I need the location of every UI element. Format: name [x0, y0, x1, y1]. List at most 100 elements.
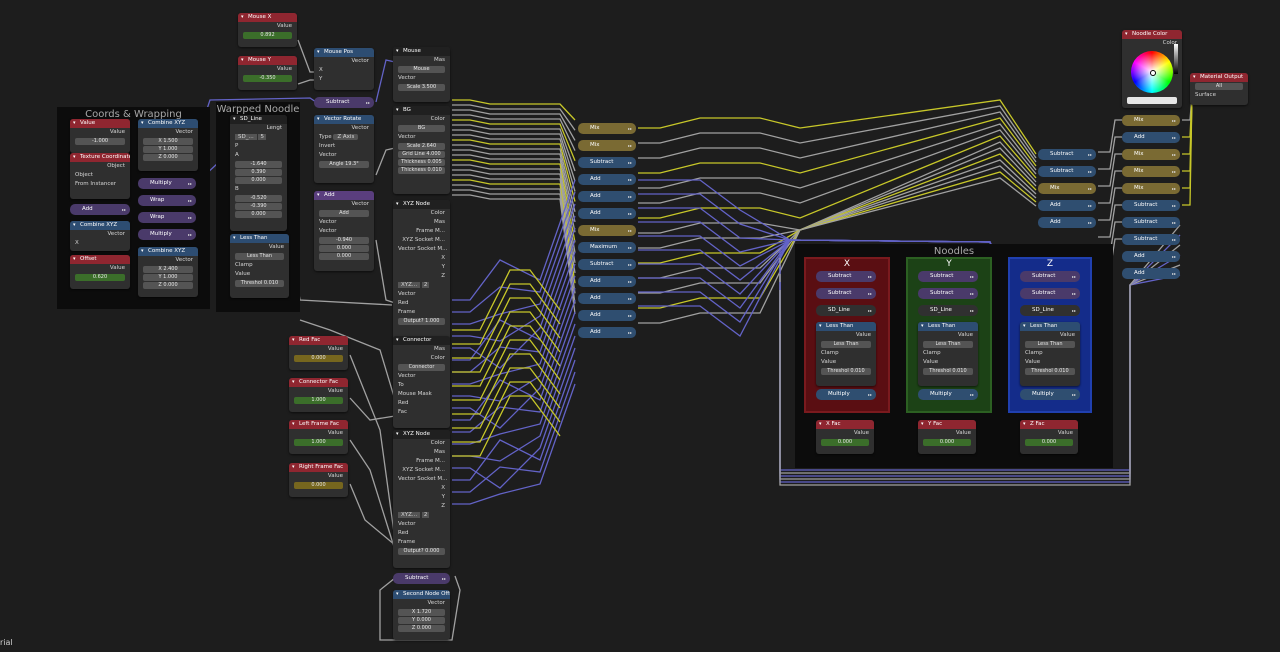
- node-vector-rotate[interactable]: Vector Rotate Vector Type Z Axis Invert …: [314, 115, 374, 183]
- node-noodle-color[interactable]: Noodle Color Color: [1122, 30, 1182, 108]
- group-fac-node[interactable]: Y Fac Value 0.000: [918, 420, 976, 454]
- node-red-fac[interactable]: Red Fac Value 0.000: [289, 336, 348, 370]
- group-multiply[interactable]: Multiply: [1020, 389, 1080, 400]
- node-wrap-1[interactable]: Wrap: [138, 195, 196, 206]
- object-row[interactable]: Object: [75, 172, 93, 178]
- node-header[interactable]: XYZ Node: [393, 200, 450, 209]
- clamp-checkbox[interactable]: Clamp: [821, 350, 839, 356]
- a-y-field[interactable]: 0.390: [235, 169, 282, 176]
- node-connector[interactable]: Connector Mas Color Connector Vector To …: [393, 336, 450, 428]
- mode-dropdown[interactable]: Less Than: [235, 253, 284, 260]
- group-selector[interactable]: SD_... 5: [230, 133, 287, 142]
- node-offset[interactable]: Offset Value 0.620: [70, 255, 130, 289]
- group-selector[interactable]: XYZ... 2: [393, 511, 450, 520]
- node-header[interactable]: Noodle Color: [1122, 30, 1182, 39]
- col3-add-node[interactable]: Add: [1122, 132, 1180, 143]
- group-dropdown[interactable]: BG: [398, 125, 445, 132]
- value-field[interactable]: -0.350: [243, 75, 292, 82]
- group-less-than[interactable]: Less Than Value Less Than Clamp Value Th…: [1020, 322, 1080, 386]
- node-header[interactable]: Less Than: [816, 322, 876, 331]
- x-field[interactable]: X 1.720: [398, 609, 445, 616]
- col2-mix-node[interactable]: Mix: [1038, 183, 1096, 194]
- node-xyz-node-2[interactable]: XYZ Node Color Mas Frame M... XYZ Socket…: [393, 430, 450, 568]
- y-field[interactable]: Y 0.000: [398, 617, 445, 624]
- z-field[interactable]: Z 0.000: [398, 625, 445, 632]
- value-field[interactable]: -1.000: [75, 138, 125, 145]
- node-sd-line[interactable]: SD_Line Lengt SD_... 5 P A -1.640 0.390 …: [230, 115, 287, 231]
- node-header[interactable]: Less Than: [1020, 322, 1080, 331]
- grid-line-field[interactable]: Grid Line 4.000: [398, 151, 445, 158]
- group-less-than[interactable]: Less Than Value Less Than Clamp Value Th…: [816, 322, 876, 386]
- clamp-checkbox[interactable]: Clamp: [923, 350, 941, 356]
- value-field[interactable]: 0.000: [1025, 439, 1073, 446]
- col2-subtract-node[interactable]: Subtract: [1038, 149, 1096, 160]
- col3-mix-node[interactable]: Mix: [1122, 115, 1180, 126]
- z-field[interactable]: Z 0.000: [143, 154, 193, 161]
- thickness-field[interactable]: Thickness 0.010: [398, 167, 445, 174]
- group-dropdown[interactable]: XYZ...: [398, 512, 421, 518]
- y-field[interactable]: Y 1.000: [143, 274, 193, 281]
- group-dropdown[interactable]: SD_...: [235, 134, 257, 140]
- node-combine-xyz-1[interactable]: Combine XYZ Vector X 1.500 Y 1.000 Z 0.0…: [138, 119, 198, 171]
- output-field[interactable]: Output? 1.000: [398, 318, 445, 325]
- node-combine-xyz-3[interactable]: Combine XYZ Vector X 2.400 Y 1.000 Z 0.0…: [138, 247, 198, 297]
- node-header[interactable]: Red Fac: [289, 336, 348, 345]
- node-texture-coordinate[interactable]: Texture Coordinate Object Object From In…: [70, 153, 130, 199]
- col1-add-node[interactable]: Add: [578, 276, 636, 287]
- col3-mix-node[interactable]: Mix: [1122, 183, 1180, 194]
- y-field[interactable]: 0.000: [319, 245, 369, 252]
- b-x-field[interactable]: -0.520: [235, 195, 282, 202]
- z-field[interactable]: Z 0.000: [143, 282, 193, 289]
- node-header[interactable]: XYZ Node: [393, 430, 450, 439]
- a-x-field[interactable]: -1.640: [235, 161, 282, 168]
- clamp-checkbox[interactable]: Clamp: [235, 262, 253, 268]
- group-subtract-1[interactable]: Subtract: [816, 271, 876, 282]
- col1-add-node[interactable]: Add: [578, 208, 636, 219]
- col3-mix-node[interactable]: Mix: [1122, 166, 1180, 177]
- value-field[interactable]: 0.000: [923, 439, 971, 446]
- node-header[interactable]: Connector Fac: [289, 378, 348, 387]
- col1-mix-node[interactable]: Mix: [578, 225, 636, 236]
- group-multiply[interactable]: Multiply: [816, 389, 876, 400]
- scale-field[interactable]: Scale 2.640: [398, 143, 445, 150]
- target-dropdown[interactable]: All: [1195, 83, 1243, 90]
- node-mouse-y[interactable]: Mouse Y Value -0.350: [238, 56, 297, 90]
- node-header[interactable]: Less Than: [230, 234, 289, 243]
- node-header[interactable]: Offset: [70, 255, 130, 264]
- node-bg-group[interactable]: BG Color BG Vector Scale 2.640 Grid Line…: [393, 106, 450, 194]
- user-count[interactable]: 2: [421, 282, 430, 288]
- node-header[interactable]: Mouse: [393, 47, 450, 56]
- y-field[interactable]: Y 1.000: [143, 146, 193, 153]
- node-header[interactable]: Combine XYZ: [70, 221, 130, 230]
- group-fac-node[interactable]: X Fac Value 0.000: [816, 420, 874, 454]
- node-header[interactable]: Mouse X: [238, 13, 297, 22]
- node-mouse-group[interactable]: Mouse Mas Mouse Vector Scale 3.500: [393, 47, 450, 102]
- value-field[interactable]: 0.000: [294, 355, 343, 362]
- value-field[interactable]: 0.000: [821, 439, 869, 446]
- b-z-field[interactable]: 0.000: [235, 211, 282, 218]
- node-right-frame-fac[interactable]: Right Frame Fac Value 0.000: [289, 463, 348, 497]
- x-field[interactable]: X 1.500: [143, 138, 193, 145]
- node-mouse-x[interactable]: Mouse X Value 0.892: [238, 13, 297, 47]
- node-header[interactable]: Second Node Offset: [393, 590, 450, 599]
- node-second-node-offset[interactable]: Second Node Offset Vector X 1.720 Y 0.00…: [393, 590, 450, 640]
- node-header[interactable]: Connector: [393, 336, 450, 345]
- node-header[interactable]: Combine XYZ: [138, 119, 198, 128]
- col1-add-node[interactable]: Add: [578, 174, 636, 185]
- value-field[interactable]: 0.000: [294, 482, 343, 489]
- a-z-field[interactable]: 0.000: [235, 177, 282, 184]
- user-count[interactable]: 5: [258, 134, 266, 140]
- z-field[interactable]: 0.000: [319, 253, 369, 260]
- threshold-field[interactable]: Threshol 0.010: [235, 280, 284, 287]
- node-header[interactable]: Combine XYZ: [138, 247, 198, 256]
- type-dropdown[interactable]: Z Axis: [333, 134, 359, 140]
- user-count[interactable]: 2: [421, 512, 430, 518]
- col2-subtract-node[interactable]: Subtract: [1038, 166, 1096, 177]
- node-xyz-node-1[interactable]: XYZ Node Color Mas Frame M... XYZ Socket…: [393, 200, 450, 340]
- node-header[interactable]: SD_Line: [230, 115, 287, 124]
- node-header[interactable]: Left Frame Fac: [289, 420, 348, 429]
- value-field[interactable]: 1.000: [294, 397, 343, 404]
- col1-subtract-node[interactable]: Subtract: [578, 259, 636, 270]
- node-multiply-2[interactable]: Multiply: [138, 229, 196, 240]
- group-selector[interactable]: XYZ... 2: [393, 281, 450, 290]
